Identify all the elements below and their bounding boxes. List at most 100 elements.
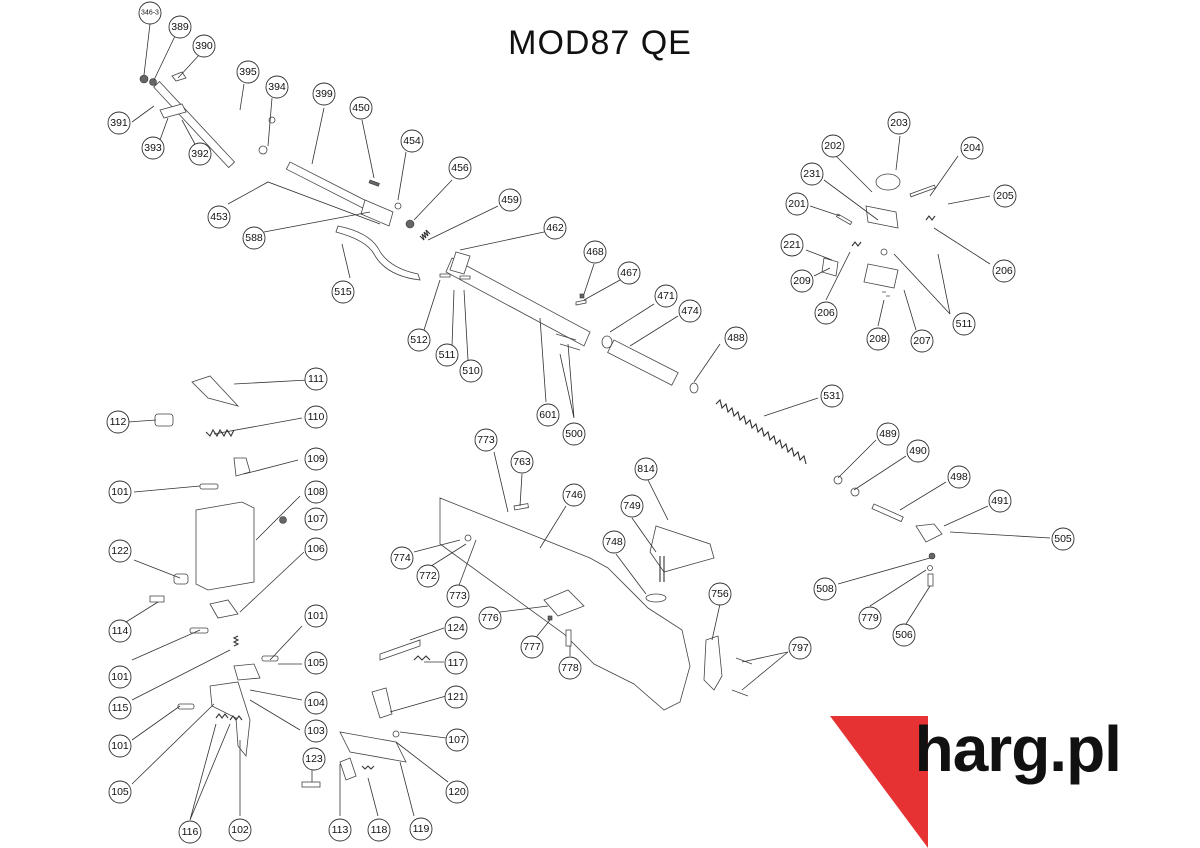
callout-510: 510: [459, 359, 483, 383]
callout-231-text: 231: [803, 168, 821, 180]
callout-105-a-text: 105: [307, 657, 325, 669]
callout-474-text: 474: [681, 305, 699, 317]
callout-773-b-text: 773: [449, 590, 467, 602]
callout-114: 114: [108, 619, 132, 643]
callout-206-a: 206: [992, 259, 1016, 283]
callout-391-text: 391: [110, 117, 128, 129]
callout-392-text: 392: [191, 148, 209, 160]
part-spring-118: [361, 765, 375, 770]
callout-500-text: 500: [565, 428, 583, 440]
callout-588-text: 588: [245, 232, 263, 244]
callout-102: 102: [228, 818, 252, 842]
callout-814-text: 814: [637, 463, 655, 475]
part-detent-208: [882, 291, 890, 297]
callout-510-text: 510: [462, 365, 480, 377]
part-pins-512: [439, 273, 471, 280]
callout-116: 116: [178, 820, 202, 844]
part-safety-113: [339, 757, 357, 781]
callout-119: 119: [409, 817, 433, 841]
callout-122: 122: [108, 539, 132, 563]
callout-110: 110: [304, 405, 328, 429]
callout-118-text: 118: [371, 824, 388, 836]
callout-488: 488: [724, 326, 748, 350]
callout-221-text: 221: [783, 239, 801, 251]
callout-201-text: 201: [788, 198, 806, 210]
callout-labels: 346-3 389 390 395 394 391 393 392 399 45…: [106, 1, 1075, 844]
part-seal-488: [689, 382, 699, 394]
callout-511: 511: [435, 343, 459, 367]
callout-346-3: 346-3: [138, 1, 162, 25]
callout-462: 462: [543, 216, 567, 240]
callout-454: 454: [400, 129, 424, 153]
callout-474: 474: [678, 299, 702, 323]
callout-109-text: 109: [307, 453, 325, 465]
part-screws-797: [731, 657, 753, 697]
part-spring-459: [419, 229, 431, 241]
part-mainspring: [715, 398, 807, 465]
callout-515: 515: [331, 280, 355, 304]
callout-471-text: 471: [657, 290, 675, 302]
callout-772: 772: [416, 564, 440, 588]
callout-777: 777: [520, 635, 544, 659]
callout-206-a-text: 206: [995, 265, 1013, 277]
callout-601-text: 601: [539, 409, 557, 421]
callout-488-text: 488: [727, 332, 745, 344]
callout-468-text: 468: [586, 246, 604, 258]
part-drawings: [139, 71, 943, 788]
callout-588: 588: [242, 226, 266, 250]
callout-456: 456: [448, 156, 472, 180]
part-spring-206: [851, 241, 862, 247]
part-receiver: [445, 257, 591, 347]
callout-101-b-text: 101: [307, 610, 325, 622]
part-plate-120: [339, 731, 407, 763]
callout-450-text: 450: [352, 102, 370, 114]
callout-108-text: 108: [307, 486, 325, 498]
callout-511-text: 511: [439, 349, 456, 361]
callout-111: 111: [304, 367, 328, 391]
callout-206-b-text: 206: [817, 307, 835, 319]
callout-109: 109: [304, 447, 328, 471]
callout-779-text: 779: [861, 612, 879, 624]
callout-394-text: 394: [268, 81, 286, 93]
callout-500: 500: [562, 422, 586, 446]
callout-459: 459: [498, 188, 522, 212]
part-sight-elev-221: [821, 257, 839, 277]
callout-346-3-text: 346-3: [141, 10, 159, 17]
callout-120-text: 120: [448, 786, 466, 798]
callout-390: 390: [192, 34, 216, 58]
part-pin-107b: [392, 730, 400, 738]
part-lever-121: [371, 687, 393, 719]
part-piston: [607, 339, 679, 386]
part-pin-114: [149, 595, 165, 603]
callout-393-text: 393: [144, 142, 162, 154]
part-sight-pin-204: [909, 184, 936, 198]
callout-601: 601: [536, 403, 560, 427]
callout-489: 489: [876, 422, 900, 446]
callout-203: 203: [887, 111, 911, 135]
part-spring-116: [215, 713, 243, 721]
callout-104-text: 104: [307, 697, 325, 709]
part-pin-450: [368, 179, 380, 187]
part-plug-748: [645, 593, 667, 603]
part-cheekpiece-814: [649, 525, 715, 573]
callout-393: 393: [141, 136, 165, 160]
part-housing-108: [195, 501, 255, 591]
callout-121: 121: [444, 685, 468, 709]
callout-399: 399: [312, 82, 336, 106]
callout-746: 746: [562, 483, 586, 507]
callout-114-text: 114: [112, 625, 129, 637]
part-pin-774: [464, 534, 472, 542]
callout-531: 531: [820, 384, 844, 408]
callout-468: 468: [583, 240, 607, 264]
part-screw-506: [927, 573, 934, 587]
callout-772-text: 772: [419, 570, 437, 582]
callout-456-text: 456: [451, 162, 469, 174]
part-sear-109: [233, 457, 251, 477]
part-oring-454: [394, 202, 402, 210]
callout-117: 117: [444, 651, 468, 675]
part-spring-115: [232, 635, 240, 647]
callout-395: 395: [236, 60, 260, 84]
part-lever-106: [209, 599, 239, 619]
callout-453: 453: [207, 205, 231, 229]
